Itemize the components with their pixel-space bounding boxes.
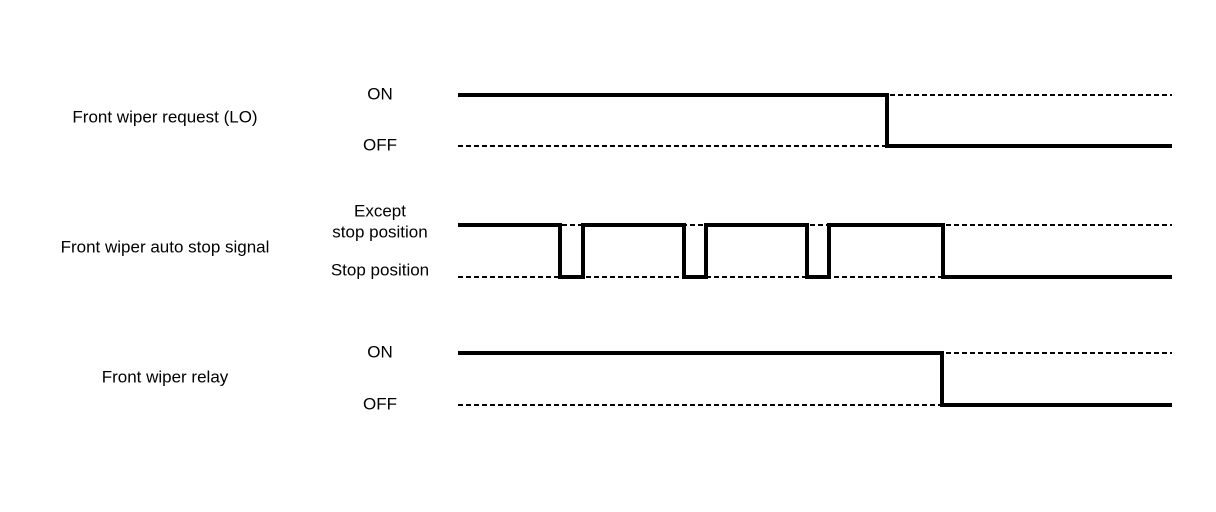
level-label-on-1: ON — [367, 84, 393, 104]
signal-trace — [458, 223, 1172, 279]
signal-trace — [458, 351, 1172, 407]
level-label-off-3: OFF — [363, 394, 397, 414]
signal-label-front-wiper-relay: Front wiper relay — [101, 367, 229, 387]
signal-label-front-wiper-auto-stop: Front wiper auto stop signal — [60, 237, 270, 257]
level-label-on-3: ON — [367, 342, 393, 362]
level-label-off-1: OFF — [363, 135, 397, 155]
signal-trace — [458, 93, 1172, 148]
level-label-except-stop-position: Except stop position — [332, 201, 428, 241]
level-label-stop-position: Stop position — [330, 260, 430, 280]
signal-label-front-wiper-request: Front wiper request (LO) — [72, 107, 258, 127]
